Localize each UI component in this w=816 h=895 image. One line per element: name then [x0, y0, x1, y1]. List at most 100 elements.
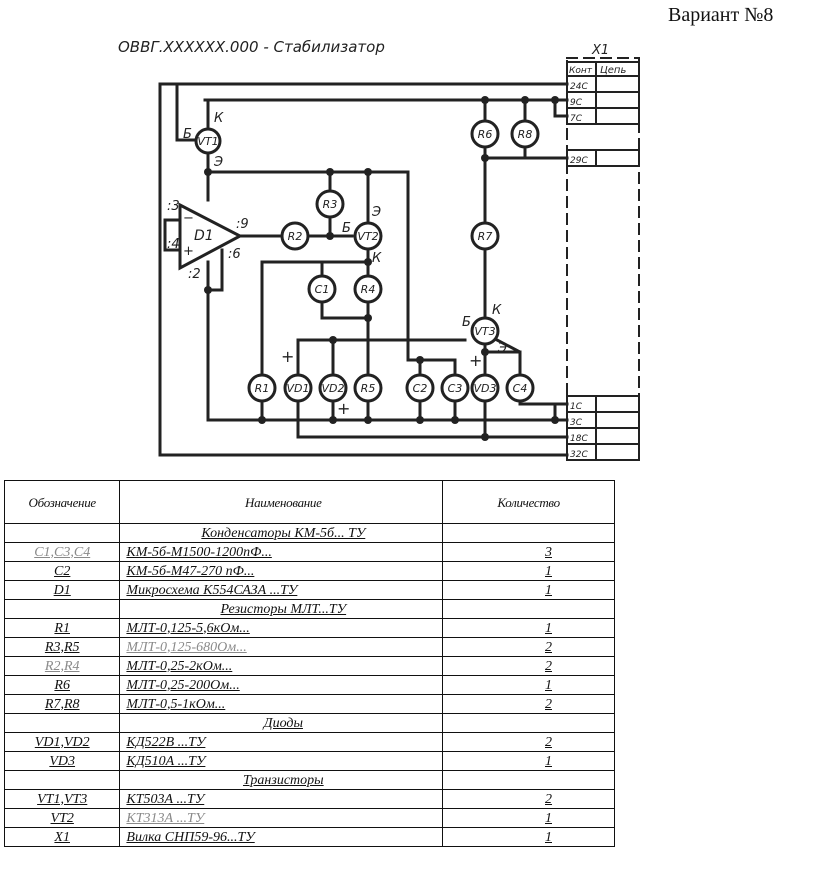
- svg-text:3С: 3С: [570, 418, 583, 428]
- vt3-label: VT3: [474, 325, 495, 338]
- cell-designation: X1: [3, 827, 121, 847]
- cell-quantity: 2: [442, 637, 615, 657]
- svg-text:Б: Б: [462, 315, 471, 330]
- connector-name: X1: [591, 43, 609, 58]
- resistor-r8: [510, 119, 540, 149]
- resistor-r1: [247, 373, 277, 403]
- table-header-row: Обозначение Наименование Количество: [3, 480, 615, 524]
- r7-label: R7: [478, 230, 493, 243]
- diode-vd1: [283, 373, 313, 403]
- svg-text::4: :4: [167, 237, 180, 252]
- cell-designation: R2,R4: [3, 656, 121, 676]
- resistor-r6: [470, 119, 500, 149]
- svg-text:9С: 9С: [570, 98, 583, 108]
- cell-designation: С2: [3, 561, 121, 581]
- r4-label: R4: [361, 283, 376, 296]
- cell-name: КМ-5б-М1500-1200пФ...: [119, 542, 444, 562]
- svg-text:Э: Э: [213, 155, 223, 170]
- table-group-row: Транзисторы: [3, 770, 615, 790]
- stabilizer-schematic: VT1 VT2 VT3 R3 R2 C1 R4 R6 R8 R7 R1 VD1 …: [118, 38, 640, 461]
- svg-text:+: +: [469, 351, 482, 370]
- svg-text:18С: 18С: [570, 434, 588, 444]
- svg-text::6: :6: [228, 247, 241, 262]
- schematic-title: ОВВГ.XXXXXX.000 - Стабилизатор: [118, 38, 385, 56]
- cell-designation: R7,R8: [3, 694, 121, 714]
- svg-text:Б: Б: [342, 221, 351, 236]
- header-quantity: Количество: [442, 480, 615, 524]
- cell-name: МЛТ-0,5-1кОм...: [119, 694, 444, 714]
- svg-text:К: К: [214, 111, 224, 126]
- cell-quantity: 1: [442, 808, 615, 828]
- table-group-row: Диоды: [3, 713, 615, 733]
- r6-label: R6: [478, 128, 493, 141]
- svg-text:К: К: [492, 303, 502, 318]
- cell-name: МЛТ-0,25-2кОм...: [119, 656, 444, 676]
- cell-quantity: 1: [442, 580, 615, 600]
- cell-name: МЛТ-0,125-5,6кОм...: [119, 618, 444, 638]
- capacitor-c1: [307, 274, 337, 304]
- cell-quantity: 2: [442, 789, 615, 809]
- cell-designation: VD1,VD2: [3, 732, 121, 752]
- capacitor-c2: [405, 373, 435, 403]
- r1-label: R1: [255, 382, 270, 395]
- cell-name: Диоды: [119, 713, 444, 733]
- cell-designation: [3, 599, 121, 619]
- table-group-row: Резисторы МЛТ...ТУ: [3, 599, 615, 619]
- cell-designation: С1,С3,С4: [3, 542, 121, 562]
- svg-text::2: :2: [188, 267, 201, 282]
- cell-name: КД510А ...ТУ: [119, 751, 444, 771]
- svg-text::9: :9: [236, 217, 249, 232]
- cell-quantity: 2: [442, 656, 615, 676]
- transistor-vt3: [470, 316, 500, 346]
- svg-text:+: +: [337, 399, 350, 418]
- header-designation: Обозначение: [3, 480, 121, 524]
- svg-text:1С: 1С: [570, 402, 583, 412]
- cell-name: МЛТ-0,25-200Ом...: [119, 675, 444, 695]
- cell-designation: [3, 770, 121, 790]
- cell-designation: [3, 523, 121, 543]
- transistor-vt1: [194, 127, 222, 155]
- d1-label: D1: [194, 228, 214, 244]
- svg-text:7С: 7С: [570, 114, 583, 124]
- svg-text:29С: 29С: [570, 156, 588, 166]
- cell-quantity: [442, 599, 615, 619]
- capacitor-c4: [505, 373, 535, 403]
- cell-quantity: 1: [442, 675, 615, 695]
- cell-name: Резисторы МЛТ...ТУ: [119, 599, 444, 619]
- svg-text:Б: Б: [183, 127, 192, 142]
- resistor-r7: [470, 221, 500, 251]
- cell-designation: VT2: [3, 808, 121, 828]
- capacitor-c3: [440, 373, 470, 403]
- cell-quantity: 1: [442, 751, 615, 771]
- resistor-r2: [280, 221, 310, 251]
- resistor-r5: [353, 373, 383, 403]
- cell-designation: R3,R5: [3, 637, 121, 657]
- diode-vd3: [470, 373, 500, 403]
- svg-text:24С: 24С: [570, 82, 588, 92]
- cell-quantity: 2: [442, 694, 615, 714]
- svg-text:+: +: [281, 347, 294, 366]
- svg-text:32С: 32С: [570, 450, 588, 460]
- cell-name: КД522В ...ТУ: [119, 732, 444, 752]
- cell-designation: R1: [3, 618, 121, 638]
- table-group-row: Конденсаторы КМ-5б... ТУ: [3, 523, 615, 543]
- cell-designation: VT1,VT3: [3, 789, 121, 809]
- svg-text:К: К: [372, 251, 382, 266]
- header-name: Наименование: [119, 480, 444, 524]
- cell-quantity: 3: [442, 542, 615, 562]
- cell-quantity: 1: [442, 827, 615, 847]
- r8-label: R8: [518, 128, 533, 141]
- cell-designation: R6: [3, 675, 121, 695]
- c1-label: C1: [315, 283, 330, 296]
- r5-label: R5: [361, 382, 376, 395]
